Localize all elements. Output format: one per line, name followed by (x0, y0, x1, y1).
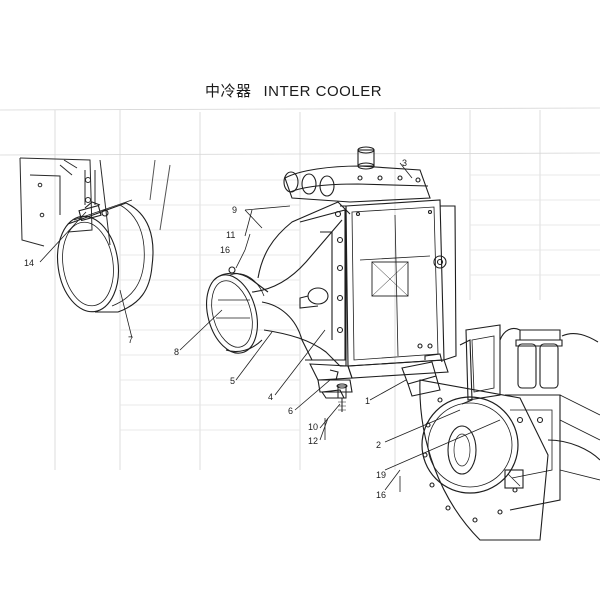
title-english: INTER COOLER (263, 83, 383, 100)
background-table-ghost (0, 107, 600, 470)
callout-14: 14 (24, 258, 34, 268)
callout-11: 11 (226, 230, 235, 240)
callout-4: 4 (268, 392, 273, 402)
callout-10: 10 (308, 422, 318, 432)
callout-12: 12 (308, 436, 318, 446)
air-duct-part-5 (251, 201, 351, 367)
callout-leader-lines (39, 162, 501, 492)
callout-3: 3 (402, 158, 407, 168)
callout-labels: 1 2 3 4 5 6 7 8 9 10 11 12 14 16 16 19 (24, 158, 407, 500)
callout-1: 1 (365, 396, 370, 406)
callout-5: 5 (230, 376, 235, 386)
callout-16-upper: 16 (220, 245, 230, 255)
engine-housing-right (401, 324, 600, 541)
elbow-hose-part-8 (206, 266, 269, 354)
intercooler-core-part-3 (283, 146, 457, 381)
title-chinese: 中冷器 (205, 82, 252, 100)
callout-2: 2 (376, 440, 381, 450)
diagram-title: 中冷器 INTER COOLER (205, 80, 405, 101)
callout-8: 8 (174, 347, 179, 357)
air-hose-part-7 (57, 199, 154, 313)
callout-6: 6 (288, 406, 293, 416)
callout-16-lower: 16 (376, 490, 386, 500)
callout-7: 7 (128, 335, 133, 345)
mounting-bracket-part-6 (317, 369, 353, 399)
engine-frame-outline (19, 157, 171, 247)
bolt-and-washer-part-10-12 (336, 383, 348, 412)
callout-9: 9 (232, 205, 237, 215)
callout-19: 19 (376, 470, 386, 480)
